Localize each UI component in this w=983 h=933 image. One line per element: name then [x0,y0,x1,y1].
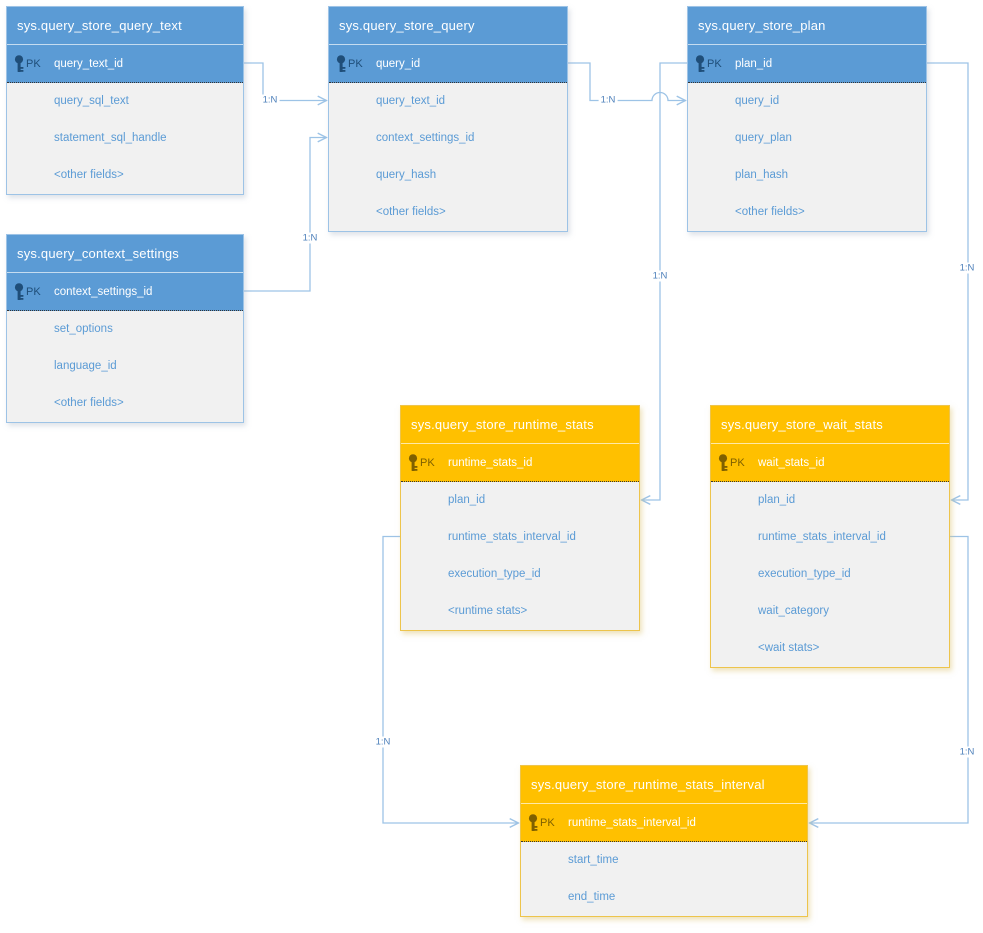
pk-badge: PK [420,456,435,469]
field-row: plan_id [758,494,796,506]
pk-badge: PK [540,816,555,829]
entity-title: sys.query_context_settings [7,235,243,273]
entity-title: sys.query_store_wait_stats [711,406,949,444]
field-row: query_hash [376,169,437,181]
key-icon [528,813,539,832]
pk-field: runtime_stats_id [448,456,533,469]
field-row: query_sql_text [54,95,129,107]
field-row: statement_sql_handle [54,132,167,144]
field-row: end_time [568,891,616,903]
relationship-label: 1:N [260,94,280,106]
entity-title: sys.query_store_runtime_stats_interval [521,766,807,804]
relationship-label: 1:N [957,262,977,274]
connector-waitstats-to-interval [810,535,969,824]
field-row: runtime_stats_interval_id [758,531,886,543]
relationship-label: 1:N [373,736,393,748]
connector-querytext-to-query [244,62,327,101]
connector-query-to-plan [568,62,686,101]
entity-query-store-runtime-stats-interval[interactable]: sys.query_store_runtime_stats_interval P… [520,765,808,917]
pk-field: query_id [376,57,421,70]
key-icon [14,282,25,301]
entity-query-store-wait-stats[interactable]: sys.query_store_wait_stats PK wait_stats… [710,405,950,668]
pk-row: PK runtime_stats_interval_id [521,804,807,842]
entity-fields: query_sql_text statement_sql_handle <oth… [7,83,243,194]
field-row: <other fields> [54,397,124,409]
key-icon [408,453,419,472]
relationship-label: 1:N [598,94,618,106]
field-row: wait_category [758,605,829,617]
entity-query-store-query[interactable]: sys.query_store_query PK query_id query_… [328,6,568,232]
relationship-label: 1:N [300,232,320,244]
entity-title: sys.query_store_query [329,7,567,45]
pk-row: PK query_text_id [7,45,243,83]
field-row: query_id [735,95,780,107]
connector-plan-to-runtimestats [642,62,687,500]
entity-query-context-settings[interactable]: sys.query_context_settings PK context_se… [6,234,244,423]
field-row: query_text_id [376,95,446,107]
field-row: <runtime stats> [448,605,528,617]
field-row: execution_type_id [758,568,851,580]
field-row: context_settings_id [376,132,475,144]
field-row: runtime_stats_interval_id [448,531,576,543]
pk-row: PK context_settings_id [7,273,243,311]
pk-row: PK plan_id [688,45,926,83]
field-row: <other fields> [54,169,124,181]
entity-fields: query_text_id context_settings_id query_… [329,83,567,231]
connector-runtimestats-to-interval [382,535,519,824]
entity-title: sys.query_store_plan [688,7,926,45]
field-row: <other fields> [376,206,446,218]
entity-fields: plan_id runtime_stats_interval_id execut… [711,482,949,667]
field-row: language_id [54,360,117,372]
entity-fields: start_time end_time [521,842,807,916]
pk-row: PK wait_stats_id [711,444,949,482]
entity-query-store-runtime-stats[interactable]: sys.query_store_runtime_stats PK runtime… [400,405,640,631]
field-row: <other fields> [735,206,805,218]
field-row: start_time [568,854,619,866]
key-icon [336,54,347,73]
pk-badge: PK [707,57,722,70]
entity-fields: plan_id runtime_stats_interval_id execut… [401,482,639,630]
pk-field: plan_id [735,57,773,70]
entity-fields: query_id query_plan plan_hash <other fie… [688,83,926,231]
field-row: plan_hash [735,169,789,181]
key-icon [718,453,729,472]
pk-badge: PK [26,57,41,70]
field-row: query_plan [735,132,792,144]
field-row: plan_id [448,494,486,506]
field-row: <wait stats> [758,642,820,654]
entity-query-store-query-text[interactable]: sys.query_store_query_text PK query_text… [6,6,244,195]
pk-row: PK runtime_stats_id [401,444,639,482]
key-icon [14,54,25,73]
relationship-label: 1:N [957,746,977,758]
entity-query-store-plan[interactable]: sys.query_store_plan PK plan_id query_id… [687,6,927,232]
field-row: execution_type_id [448,568,541,580]
pk-badge: PK [730,456,745,469]
connector-plan-to-waitstats [927,62,969,500]
pk-badge: PK [26,285,41,298]
pk-field: runtime_stats_interval_id [568,816,696,829]
entity-title: sys.query_store_runtime_stats [401,406,639,444]
pk-badge: PK [348,57,363,70]
entity-title: sys.query_store_query_text [7,7,243,45]
connector-contextsettings-to-query [244,138,327,292]
relationship-label: 1:N [650,270,670,282]
pk-row: PK query_id [329,45,567,83]
pk-field: query_text_id [54,57,124,70]
field-row: set_options [54,323,113,335]
pk-field: context_settings_id [54,285,153,298]
key-icon [695,54,706,73]
entity-fields: set_options language_id <other fields> [7,311,243,422]
pk-field: wait_stats_id [758,456,825,469]
